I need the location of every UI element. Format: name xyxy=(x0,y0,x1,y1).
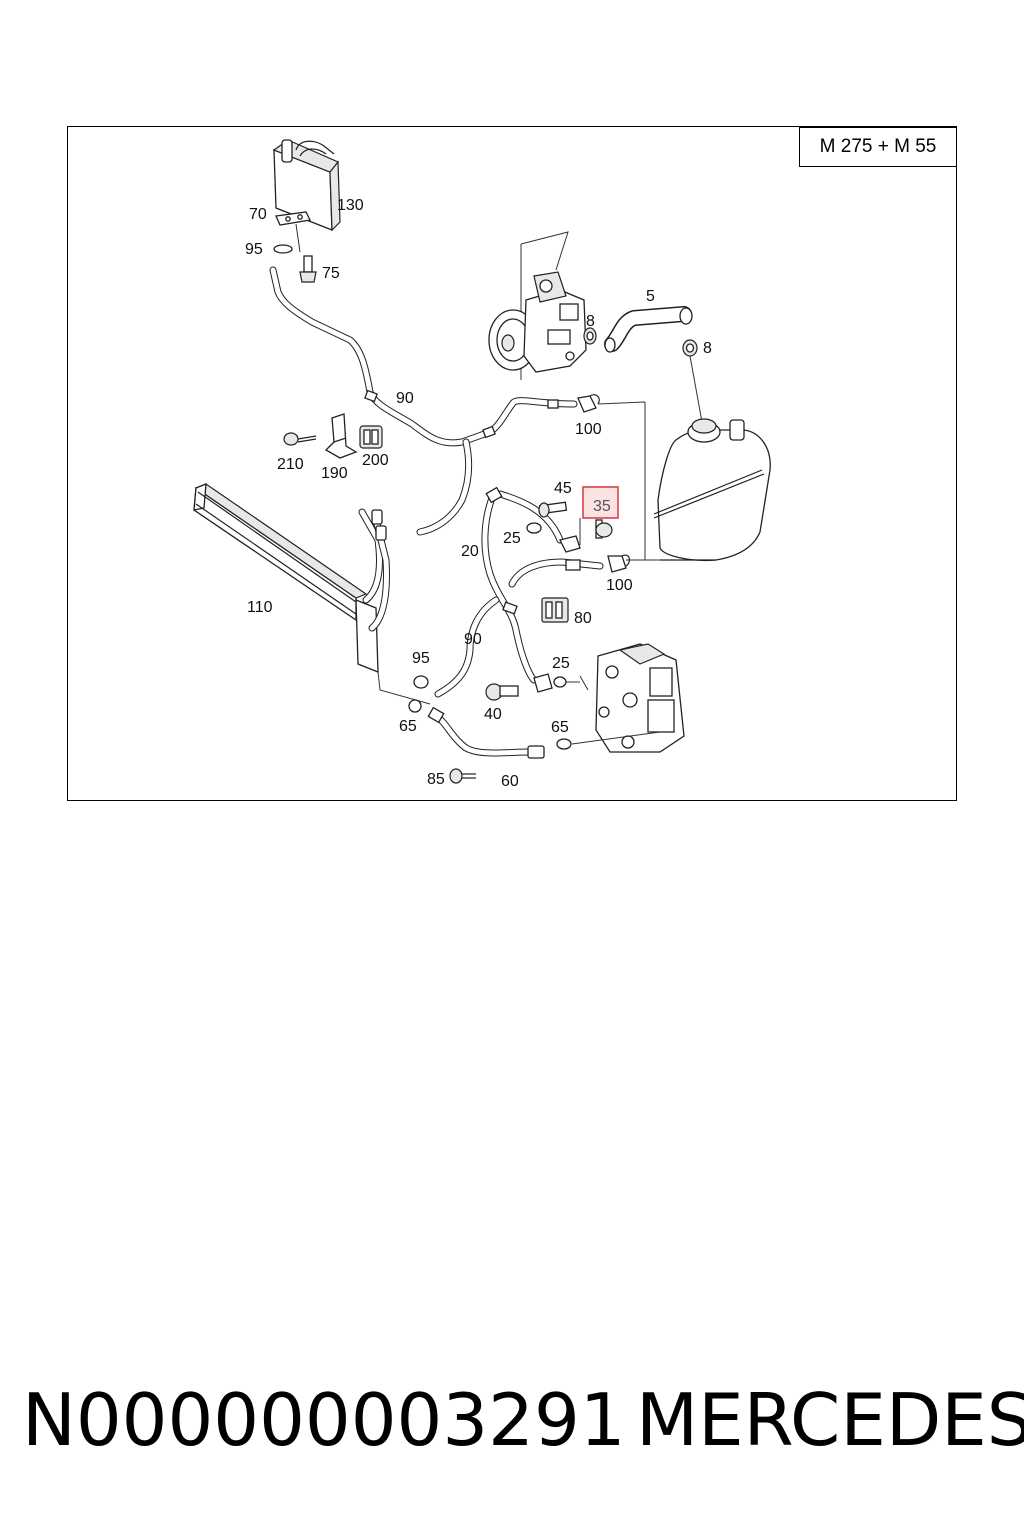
callout-8-left: 8 xyxy=(586,313,595,330)
clamp-8-right-drawing xyxy=(682,339,703,423)
callout-100-upper: 100 xyxy=(575,421,602,438)
callout-85: 85 xyxy=(427,771,445,788)
callout-80: 80 xyxy=(574,610,592,627)
clamp-8-left-drawing xyxy=(583,327,597,345)
washer-95-drawing xyxy=(273,244,293,254)
callout-5: 5 xyxy=(646,288,655,305)
seal-95-lower-drawing xyxy=(413,675,429,689)
callout-45: 45 xyxy=(554,480,572,497)
clamp-100-upper-drawing xyxy=(577,394,646,413)
callout-190: 190 xyxy=(321,465,348,482)
callout-110: 110 xyxy=(247,599,273,616)
cooler-110-drawing xyxy=(193,483,431,705)
pipe-20-drawing xyxy=(481,486,564,684)
engine-variant-label: M 275 + M 55 xyxy=(799,127,957,167)
banjo-bolt-45-drawing xyxy=(538,501,568,518)
steering-pump-drawing xyxy=(488,231,587,380)
callout-210: 210 xyxy=(277,456,304,473)
callout-8-right: 8 xyxy=(703,340,712,357)
part-number: N000000003291 xyxy=(22,1378,626,1462)
pipe-90-lower-drawing xyxy=(434,596,500,698)
bracket-190-drawing xyxy=(324,413,358,459)
callout-25-lower: 25 xyxy=(552,655,570,672)
seal-25-lower-drawing xyxy=(533,673,589,693)
brand-name: MERCEDES xyxy=(636,1378,1024,1462)
steering-gear-drawing xyxy=(571,643,685,753)
callout-90-upper: 90 xyxy=(396,390,414,407)
reservoir-drawing xyxy=(626,402,771,562)
seal-65-right-drawing xyxy=(556,738,572,750)
oil-cooler-130-drawing xyxy=(272,139,341,232)
bolt-75-drawing xyxy=(299,255,317,283)
callout-35-highlighted: 35 xyxy=(593,498,611,515)
highlight-box-35 xyxy=(582,486,619,519)
seal-25-upper-drawing xyxy=(526,522,542,534)
hose-5-drawing xyxy=(604,306,693,353)
callout-25-upper: 25 xyxy=(503,530,521,547)
callout-95-top: 95 xyxy=(245,241,263,258)
callout-130: 130 xyxy=(337,197,364,214)
callout-95-lower: 95 xyxy=(412,650,430,667)
callout-90-lower: 90 xyxy=(464,631,482,648)
callout-100-lower: 100 xyxy=(606,577,633,594)
callout-60: 60 xyxy=(501,773,519,790)
callout-200: 200 xyxy=(362,452,389,469)
clip-80-drawing xyxy=(541,597,569,623)
bolt-85-drawing xyxy=(449,768,476,784)
hose-60-drawing xyxy=(427,706,545,759)
bolt-210-drawing xyxy=(283,432,317,446)
fitting-35-drawing xyxy=(559,518,613,553)
pipe-90-upper-drawing xyxy=(269,266,578,536)
callout-70: 70 xyxy=(249,206,267,223)
callout-40: 40 xyxy=(484,706,502,723)
callout-65-right: 65 xyxy=(551,719,569,736)
callout-65-left: 65 xyxy=(399,718,417,735)
grommet-200-drawing xyxy=(359,425,383,449)
callout-75: 75 xyxy=(322,265,340,282)
callout-20: 20 xyxy=(461,543,479,560)
bracket-70-drawing xyxy=(275,211,311,253)
footer: N000000003291 MERCEDES xyxy=(22,1375,1024,1465)
fitting-40-drawing xyxy=(485,683,519,701)
seal-65-left-drawing xyxy=(408,699,422,713)
pipe-return-100-drawing xyxy=(508,554,631,588)
